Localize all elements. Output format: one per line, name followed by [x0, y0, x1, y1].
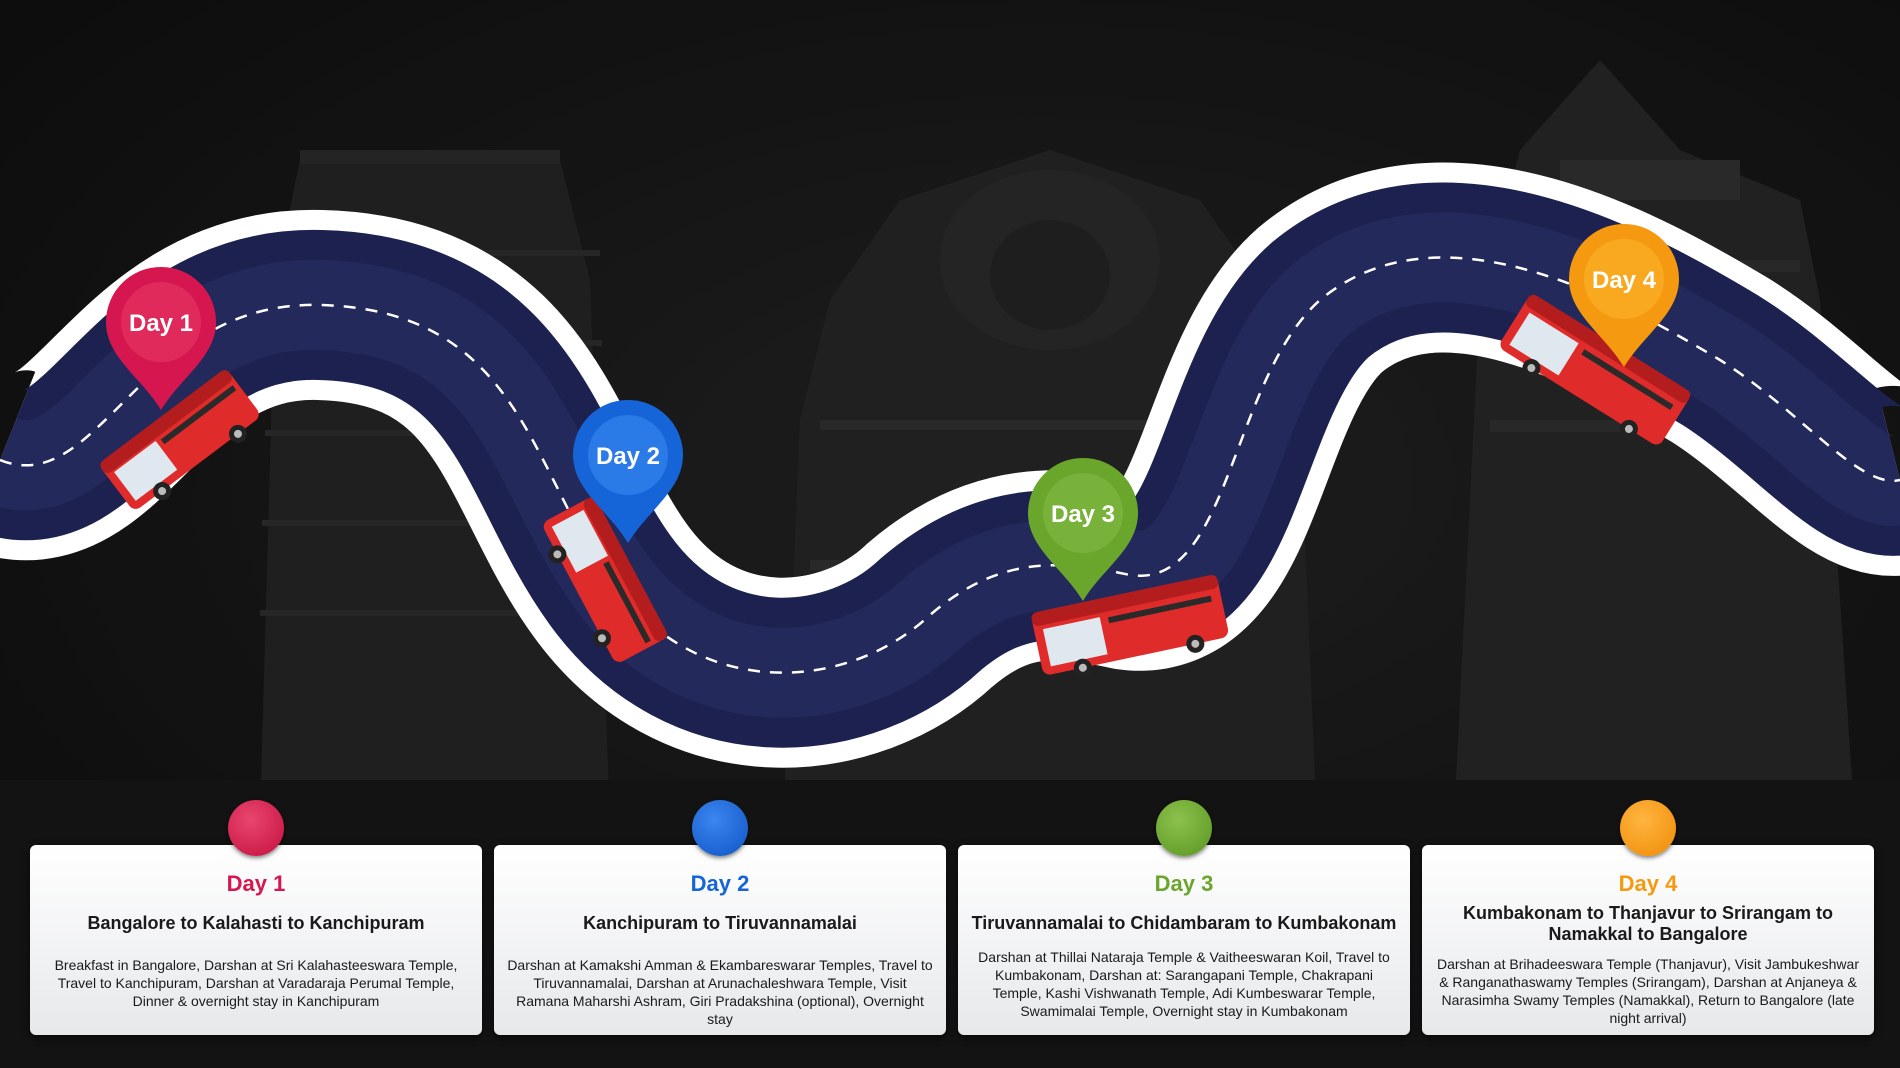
day-card-4: Day 4 Kumbakonam to Thanjavur to Srirang…: [1422, 800, 1874, 1035]
pin-label: Day 2: [596, 443, 660, 470]
pin-day-2: Day 2: [573, 399, 683, 543]
pin-day-1: Day 1: [105, 266, 216, 410]
day-title: Day 1: [226, 871, 286, 896]
day-title: Day 4: [1618, 871, 1678, 896]
pin-day-4: Day 4: [1569, 223, 1679, 367]
pin-label: Day 1: [129, 310, 193, 337]
bus-day-2: [543, 497, 667, 662]
day-card-2: Day 2 Kanchipuram to Tiruvannamalai Dars…: [494, 800, 946, 1035]
day-description: Darshan at Thillai Nataraja Temple & Vai…: [978, 949, 1390, 1019]
day-description: Darshan at Kamakshi Amman & Ekambareswar…: [507, 957, 933, 1027]
day-dot: [228, 800, 284, 856]
pin-label: Day 4: [1592, 267, 1657, 294]
day-route: Kanchipuram to Tiruvannamalai: [583, 913, 857, 933]
day-dot: [692, 800, 748, 856]
day-card-1: Day 1 Bangalore to Kalahasti to Kanchipu…: [30, 800, 482, 1035]
day-dot: [1156, 800, 1212, 856]
day-route: Bangalore to Kalahasti to Kanchipuram: [87, 913, 425, 933]
day-route: Kumbakonam to Thanjavur to Srirangam to …: [1462, 903, 1834, 944]
pin-day-3: Day 3: [1028, 457, 1138, 601]
bus-day-4: [1500, 294, 1691, 445]
day-title: Day 3: [1154, 871, 1214, 896]
day-dot: [1620, 800, 1676, 856]
day-description: Breakfast in Bangalore, Darshan at Sri K…: [54, 957, 458, 1009]
pin-label: Day 3: [1051, 501, 1115, 528]
day-card-3: Day 3 Tiruvannamalai to Chidambaram to K…: [958, 800, 1410, 1035]
bus-day-3: [1031, 575, 1229, 677]
day-description: Darshan at Brihadeeswara Temple (Thanjav…: [1436, 956, 1859, 1026]
day-route: Tiruvannamalai to Chidambaram to Kumbako…: [971, 913, 1397, 933]
day-title: Day 2: [690, 871, 750, 896]
bus-day-1: [100, 370, 259, 509]
